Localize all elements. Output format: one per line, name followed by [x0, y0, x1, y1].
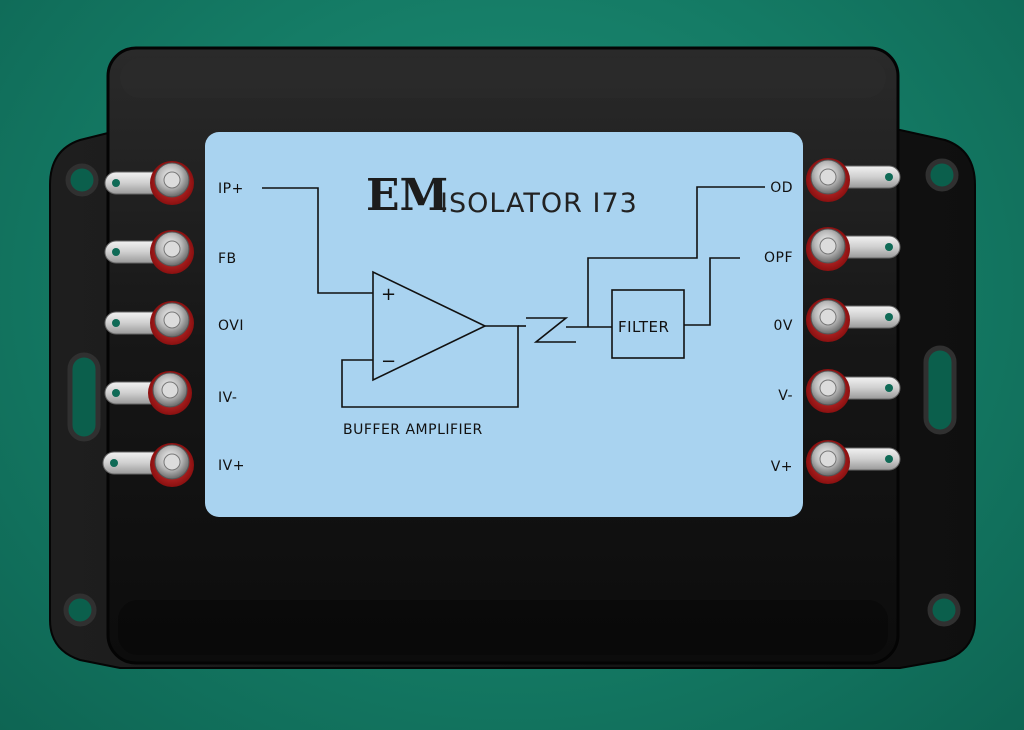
label-panel [205, 132, 803, 517]
amp-caption: BUFFER AMPLIFIER [343, 422, 483, 438]
mounting-hole-top-left [65, 163, 99, 197]
amp-minus-sign: − [381, 351, 397, 372]
right-terminal-4[interactable] [806, 369, 901, 413]
opamp-symbol-icon [372, 270, 487, 382]
left-terminal-5[interactable] [102, 443, 194, 487]
mounting-hole-top-right [925, 158, 959, 192]
brand-logo: EM [366, 170, 448, 221]
label-right-3: 0V [774, 318, 793, 334]
filter-box [611, 289, 685, 359]
label-left-1: IP+ [218, 181, 244, 197]
label-left-3: OVI [218, 318, 244, 334]
amp-plus-sign: + [381, 284, 397, 305]
label-left-5: IV+ [218, 458, 245, 474]
right-terminal-2[interactable] [806, 227, 901, 271]
label-right-4: V- [778, 388, 793, 404]
left-terminal-1[interactable] [104, 161, 194, 205]
left-terminal-4[interactable] [104, 371, 192, 415]
left-terminal-2[interactable] [104, 230, 194, 274]
mounting-slot-right [923, 345, 957, 435]
label-right-5: V+ [771, 459, 793, 475]
right-terminal-5[interactable] [806, 440, 901, 484]
device-title: ISOLATOR I73 [440, 188, 638, 219]
right-terminal-1[interactable] [806, 158, 901, 202]
label-left-2: FB [218, 251, 237, 267]
mounting-hole-bottom-right [927, 593, 961, 627]
schematic [262, 186, 765, 408]
label-right-1: OD [770, 180, 793, 196]
mounting-slot-left [67, 352, 101, 442]
label-left-4: IV- [218, 390, 237, 406]
mounting-hole-bottom-left [63, 593, 97, 627]
right-terminal-3[interactable] [806, 298, 901, 342]
label-right-2: OPF [764, 250, 793, 266]
left-terminal-3[interactable] [104, 301, 194, 345]
filter-label: FILTER [618, 318, 669, 336]
